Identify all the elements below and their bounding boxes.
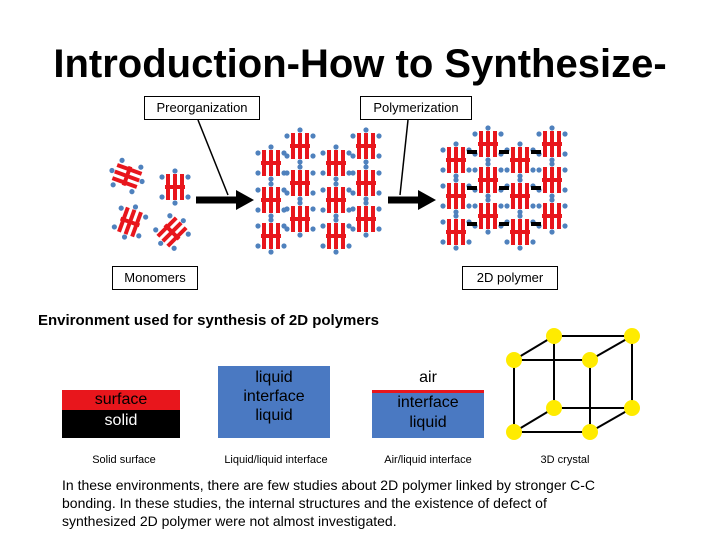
monomer-unit <box>472 161 504 199</box>
monomer-unit <box>536 125 568 163</box>
liquid-interface-label: interface <box>243 388 305 405</box>
crystal-cube-icon <box>506 328 640 440</box>
monomer-unit <box>320 217 352 255</box>
preorganization-label: Preorganization <box>144 96 260 120</box>
monomer-unit <box>159 168 191 206</box>
monomer-unit <box>440 213 472 251</box>
liquid-liquid-caption: Liquid/liquid interface <box>224 454 328 466</box>
air-liquid-caption: Air/liquid interface <box>384 454 472 466</box>
monomer-unit <box>255 144 287 182</box>
linker-bond <box>531 222 541 226</box>
polymer-network <box>440 125 568 251</box>
polymer-label: 2D polymer <box>462 266 558 290</box>
air-interface-label: interface <box>372 390 484 413</box>
solid-surface-block: surface solid <box>62 390 180 438</box>
page-title: Introduction-How to Synthesize- <box>53 42 667 86</box>
monomer-unit <box>504 177 536 215</box>
air-label: air <box>419 369 437 386</box>
monomer-unit <box>284 200 316 238</box>
monomer-unit <box>472 197 504 235</box>
environment-heading: Environment used for synthesis of 2D pol… <box>38 312 379 329</box>
monomer-unit <box>284 127 316 165</box>
monomer-unit <box>153 213 191 251</box>
solid-layer-label: solid <box>62 410 180 438</box>
polymerization-label: Polymerization <box>360 96 472 120</box>
linker-bond <box>467 150 477 154</box>
monomer-cluster <box>109 157 191 251</box>
liquid-liquid-block: liquid interface liquid <box>218 366 330 438</box>
linker-bond <box>531 186 541 190</box>
monomer-unit <box>255 217 287 255</box>
linker-bond <box>499 222 509 226</box>
air-liquid-lower: interface liquid <box>372 390 484 438</box>
monomer-unit <box>504 213 536 251</box>
monomers-label: Monomers <box>112 266 198 290</box>
monomer-unit <box>109 157 145 195</box>
solid-surface-caption: Solid surface <box>92 454 156 466</box>
monomer-unit <box>440 177 472 215</box>
linker-bond <box>467 186 477 190</box>
monomer-unit <box>255 181 287 219</box>
monomer-unit <box>440 141 472 179</box>
monomer-unit <box>350 127 382 165</box>
linker-bond <box>499 150 509 154</box>
monomer-unit <box>320 181 352 219</box>
monomer-unit <box>504 141 536 179</box>
crystal-caption: 3D crystal <box>540 454 590 466</box>
upper-liquid-label: liquid <box>255 369 293 386</box>
monomer-unit <box>284 164 316 202</box>
linker-bond <box>499 186 509 190</box>
monomer-unit <box>350 200 382 238</box>
air-liquid-liquid-label: liquid <box>409 414 447 431</box>
linker-bond <box>467 222 477 226</box>
air-liquid-block: air interface liquid <box>372 366 484 438</box>
monomer-unit <box>472 125 504 163</box>
linker-bond <box>531 150 541 154</box>
monomer-unit <box>350 164 382 202</box>
monomer-unit <box>536 197 568 235</box>
monomer-unit <box>536 161 568 199</box>
monomer-unit <box>111 204 149 240</box>
preorganization-arrow <box>196 119 254 210</box>
preorganized-array <box>255 127 382 255</box>
lower-liquid-label: liquid <box>255 407 293 424</box>
description-text: In these environments, there are few stu… <box>62 477 596 529</box>
surface-layer-label: surface <box>62 390 180 410</box>
monomer-unit <box>320 144 352 182</box>
polymerization-arrow <box>388 119 436 210</box>
